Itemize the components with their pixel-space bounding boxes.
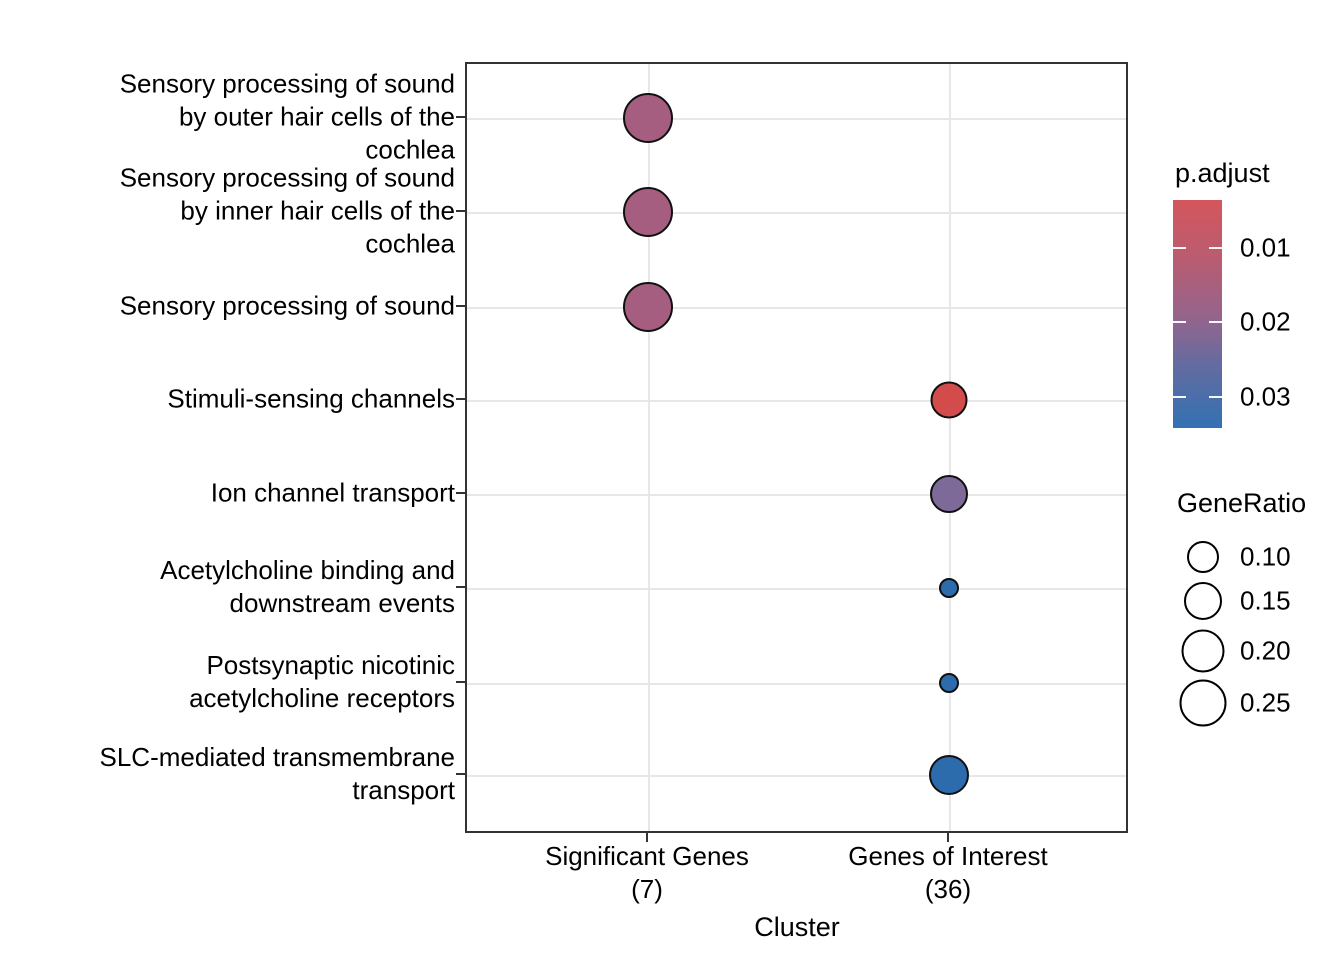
gene-ratio-legend-circle	[1187, 541, 1219, 573]
gridline-horizontal	[467, 118, 1126, 120]
y-axis-tick	[456, 398, 465, 400]
y-axis-label: Postsynaptic nicotinic acetylcholine rec…	[189, 650, 455, 713]
x-axis-tick-label: Genes of Interest (36)	[848, 841, 1048, 904]
gridline-horizontal	[467, 494, 1126, 496]
y-axis-tick	[456, 773, 465, 775]
y-axis-label: Sensory processing of sound by outer hai…	[119, 68, 455, 165]
colorbar-tick	[1173, 246, 1186, 249]
y-axis-label: SLC-mediated transmembrane transport	[99, 742, 456, 805]
gridline-horizontal	[467, 775, 1126, 777]
x-axis-tick	[947, 833, 949, 842]
x-axis-tick-label: Significant Genes (7)	[545, 841, 749, 904]
gene-ratio-legend-label: 0.15	[1240, 585, 1291, 616]
gridline-horizontal	[467, 307, 1126, 309]
y-axis-tick	[456, 116, 465, 118]
gene-ratio-legend-label: 0.20	[1240, 635, 1291, 666]
gridline-vertical	[648, 64, 650, 831]
colorbar-tick	[1209, 246, 1222, 249]
p-adjust-legend-title: p.adjust	[1175, 158, 1270, 188]
data-point	[929, 755, 969, 795]
y-axis-label: Sensory processing of sound by inner hai…	[119, 162, 455, 259]
y-axis-label: Stimuli-sensing channels	[167, 383, 455, 414]
colorbar-tick-label: 0.01	[1240, 232, 1291, 263]
gene-ratio-legend-label: 0.10	[1240, 541, 1291, 572]
y-axis-tick	[456, 210, 465, 212]
colorbar-tick	[1209, 396, 1222, 399]
gridline-horizontal	[467, 588, 1126, 590]
gene-ratio-legend-label: 0.25	[1240, 687, 1291, 718]
p-adjust-colorbar	[1173, 200, 1222, 428]
data-point	[623, 187, 673, 237]
y-axis-tick	[456, 305, 465, 307]
colorbar-tick	[1209, 320, 1222, 323]
gene-ratio-legend-circle	[1181, 629, 1225, 673]
data-point	[939, 673, 959, 693]
colorbar-tick-label: 0.03	[1240, 381, 1291, 412]
y-axis-tick	[456, 492, 465, 494]
colorbar-tick	[1173, 320, 1186, 323]
gene-ratio-legend-title: GeneRatio	[1177, 488, 1307, 518]
colorbar-tick-label: 0.02	[1240, 306, 1291, 337]
colorbar-tick	[1173, 396, 1186, 399]
gene-ratio-legend-circle	[1184, 582, 1222, 620]
y-axis-tick	[456, 586, 465, 588]
gridline-horizontal	[467, 212, 1126, 214]
y-axis-label: Acetylcholine binding and downstream eve…	[160, 555, 455, 618]
y-axis-label: Ion channel transport	[210, 477, 455, 508]
data-point	[930, 381, 968, 419]
data-point	[623, 93, 673, 143]
x-axis-tick	[646, 833, 648, 842]
gridline-vertical	[949, 64, 951, 831]
gene-ratio-legend-circle	[1179, 679, 1227, 727]
data-point	[930, 475, 968, 513]
gridline-horizontal	[467, 683, 1126, 685]
y-axis-label: Sensory processing of sound	[119, 290, 455, 321]
data-point	[939, 578, 959, 598]
x-axis-title: Cluster	[754, 912, 840, 942]
gridline-horizontal	[467, 400, 1126, 402]
plot-panel	[465, 62, 1128, 833]
data-point	[623, 282, 673, 332]
y-axis-tick	[456, 681, 465, 683]
